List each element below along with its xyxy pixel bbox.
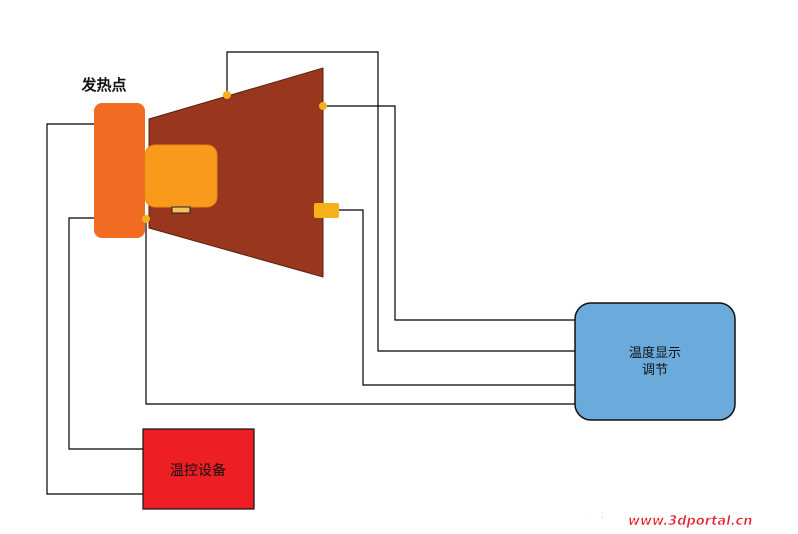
wire-control-to-heat-block [46, 123, 143, 495]
heat-block [94, 103, 145, 238]
wire-sensor-to-display [338, 209, 575, 386]
watermark: 三维网 www.3dportal.cn [580, 512, 753, 530]
sensor-dot-top [223, 91, 231, 99]
watermark-url: www.3dportal.cn [628, 514, 752, 529]
sensor-dot-side [319, 102, 327, 110]
temp-control-label: 温控设备 [170, 462, 226, 479]
temp-display-label-line1: 温度显示 [629, 345, 681, 361]
sensor-dot-heat [142, 215, 150, 223]
wires [46, 51, 575, 495]
heat-point-label: 发热点 [80, 76, 126, 94]
wire-heat-block-to-control [68, 217, 143, 450]
watermark-brand: 三维网 [580, 512, 624, 529]
probe [171, 206, 191, 214]
wire-side-dot-to-display [323, 105, 575, 321]
wire-heat-dot-to-display [145, 219, 575, 405]
temp-display-label-line2: 调节 [642, 363, 668, 378]
temp-display-box [574, 302, 736, 421]
sensor-block [314, 203, 339, 218]
inner-block [144, 144, 218, 208]
wire-top-dot-to-display [226, 51, 575, 352]
temp-control-box [142, 428, 255, 510]
